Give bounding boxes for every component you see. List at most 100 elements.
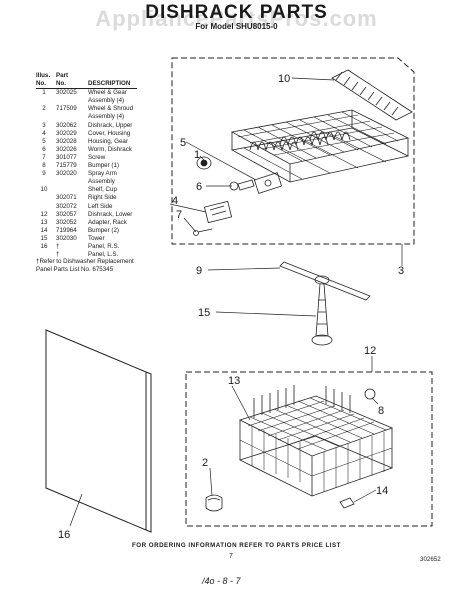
callout-1: 1 [194,149,200,161]
document-number: 302652 [420,556,441,563]
callout-2: 2 [202,457,208,469]
illus-number-cell: 14 [40,226,48,234]
leader-1 [199,155,205,161]
leader-15 [215,311,317,317]
parts-table-row: †Panel, L.S. [36,251,137,259]
parts-table-row: 12 302057 Dishrack, Lower [36,211,137,219]
illus-number-cell: 15 [40,234,48,242]
illus-number-cell: 1 [42,89,46,97]
parts-table-row: 16 † Panel, R.S. [36,243,137,251]
illus-number-cell: 5 [42,137,46,145]
part-number-cell: 302072 [56,202,77,210]
parts-table-row: 10 Shelf, Cup [36,186,137,194]
description-cell: Assembly (4) [88,97,125,105]
description-cell: Left Side [88,202,113,210]
part-number-cell: 301077 [56,153,77,161]
description-cell: Dishrack, Upper [88,121,133,129]
lower-rack-box [185,371,433,527]
parts-table-row: 5 302028 Housing, Gear [36,138,137,146]
description-cell: Bumper (2) [88,226,119,234]
description-cell: Wheel & Shroud [88,105,134,113]
part-number-cell: † [56,242,60,250]
leader-5 [185,141,257,181]
part-number-cell: 302052 [56,218,77,226]
part-number-cell: 302029 [56,129,77,137]
illus-number-cell: 3 [42,121,46,129]
leader-16 [69,493,83,527]
parts-table-row: Assembly (4) [36,97,137,105]
description-cell: Shelf, Cup [88,186,117,194]
part-number-cell: 302057 [56,210,77,218]
illus-number-cell: 16 [40,242,48,250]
part-number-cell: † [56,251,60,259]
parts-table-header-row-2: No. No. DESCRIPTION [36,80,138,89]
part-number-cell: 302020 [56,170,77,178]
part-number-cell: 715779 [56,162,77,170]
description-cell: Cover, Housing [88,129,131,137]
upper-rack-box [171,57,415,245]
part-number-cell: 302026 [56,145,77,153]
model-line: For Model SHU8015-0 [195,22,278,31]
parts-table-row: 9 302020 Spray Arm [36,170,137,178]
callout-13: 13 [228,375,240,387]
parts-table-row: 14 719964 Bumper (2) [36,227,137,235]
spray-arm-drawing [279,261,371,346]
description-cell: Assembly (4) [88,113,125,121]
illus-number-cell: 2 [42,105,46,113]
leader-2 [209,467,213,497]
part-number-cell: 302062 [56,121,77,129]
ordering-info: FOR ORDERING INFORMATION REFER TO PARTS … [132,542,341,549]
upper-dishrack-drawing [230,109,410,183]
description-cell: Panel, R.S. [88,242,120,250]
col-part-header-2: No. [56,80,66,88]
col-illus-header: Illus. [36,72,51,79]
description-cell: Adapter, Rack [88,218,127,226]
handwritten-note: /4o - 8 - 7 [202,576,241,586]
callout-7: 7 [176,209,182,221]
cup-shelf-drawing [331,69,413,121]
page-number: 7 [229,553,233,560]
description-cell: Wheel & Gear [88,89,127,97]
callout-10: 10 [278,73,290,85]
description-cell: Screw [88,153,106,161]
page-title: DISHRACK PARTS [145,2,328,23]
parts-table-row: 302071 Right Side [36,194,137,202]
illus-number-cell: 9 [42,170,46,178]
illus-number-cell: 8 [42,162,46,170]
description-cell: Dishrack, Lower [88,210,133,218]
gear-housing-parts-drawing [193,156,283,236]
illus-number-cell: 12 [40,210,48,218]
parts-table-row: 8 715779 Bumper (1) [36,162,137,170]
description-cell: Housing, Gear [88,137,128,145]
side-panel-drawing [45,329,152,533]
description-cell: Spray Arm [88,170,117,178]
parts-table-row: 15 302030 Tower [36,235,137,243]
leader-10 [291,77,335,81]
site-watermark: AppliancePartsPros.com [95,6,378,31]
description-cell: Right Side [88,194,117,202]
leader-13 [231,385,251,421]
part-number-cell: 719964 [56,226,77,234]
parts-table-row: Assembly (4) [36,113,137,121]
description-cell: Tower [88,234,105,242]
lower-rack-small-parts-drawing [205,388,376,512]
description-cell: Bumper (1) [88,162,119,170]
footnote-line-1: †Refer to Dishwasher Replacement [36,258,134,265]
leader-9 [207,267,281,271]
callout-14: 14 [376,485,388,497]
part-number-cell: 302071 [56,194,77,202]
leader-7 [183,217,197,233]
illus-number-cell: 10 [40,186,48,194]
lower-dishrack-drawing [238,385,394,497]
footnote-line-2: Panel Parts List No. 675345 [36,266,114,273]
part-number-cell: 302028 [56,137,77,145]
part-number-cell: 302030 [56,234,77,242]
description-cell: Worm, Dishrack [88,145,132,153]
callout-8: 8 [378,405,384,417]
